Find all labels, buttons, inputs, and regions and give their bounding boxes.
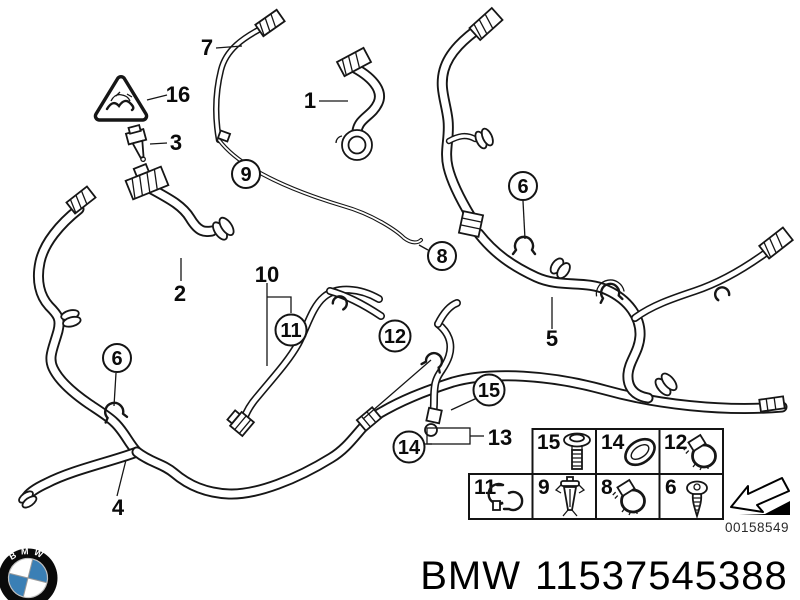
legend-num-6: 6 [665, 476, 677, 499]
clip [511, 235, 537, 256]
circled-callout-14: 14 [392, 430, 426, 464]
hose-1 [351, 66, 379, 131]
legend-num-8: 8 [601, 476, 613, 499]
ring-fitting [474, 127, 494, 150]
clip [104, 401, 129, 424]
hose-clamp-icon [612, 478, 646, 516]
leader-lines [113, 45, 553, 497]
brand-label: BMW [420, 554, 521, 598]
callout-16: 16 [166, 82, 190, 107]
circled-callout-6-upper: 6 [508, 171, 538, 201]
clip [595, 279, 625, 304]
callout-2: 2 [174, 281, 186, 306]
svg-text:15: 15 [478, 380, 500, 402]
ring-fitting [549, 257, 571, 280]
circled-callout-9: 9 [231, 159, 261, 189]
ring-fitting [18, 490, 38, 509]
o-ring-icon [624, 437, 656, 467]
clip [713, 286, 731, 302]
hose-10 [244, 290, 381, 419]
flange-fitting [335, 129, 373, 161]
legend-cell-6 [658, 473, 724, 520]
circled-callout-6-left: 6 [102, 343, 132, 373]
vent-pipe-9 [217, 138, 423, 245]
svg-text:6: 6 [111, 348, 122, 370]
ring-fitting [457, 210, 485, 238]
warning-triangle-icon [93, 75, 149, 122]
callouts: 7 16 3 1 2 10 5 4 13 9 8 6 6 11 12 [102, 35, 558, 520]
legend-num-11: 11 [474, 476, 497, 499]
screw-with-washer-icon [563, 432, 591, 470]
connector-fitting [468, 6, 504, 42]
retaining-clip-icon [487, 482, 524, 512]
svg-text:8: 8 [436, 246, 447, 268]
bmw-roundel-logo: BMW [0, 546, 58, 600]
circled-callout-15: 15 [472, 373, 506, 407]
connector-fitting [124, 162, 170, 201]
callout-5: 5 [546, 326, 558, 351]
clip [331, 295, 348, 311]
expansion-rivet-icon [554, 476, 586, 517]
svg-text:9: 9 [240, 164, 251, 186]
ring-fitting [654, 372, 678, 397]
legend-num-9: 9 [538, 476, 550, 499]
connector-fitting [335, 46, 373, 78]
torx-screw-icon [686, 480, 708, 520]
legend-num-14: 14 [601, 431, 625, 454]
circled-callout-8: 8 [427, 241, 457, 271]
callout-1: 1 [304, 88, 316, 113]
hose-clamp-icon [683, 433, 717, 471]
drawing-number: 00158549 [725, 520, 789, 535]
ring-fitting [60, 309, 82, 328]
clip [420, 351, 444, 374]
hose-artwork [18, 6, 795, 509]
footer: BMW BMW 11537545388 [0, 546, 788, 600]
temperature-sensor-icon [124, 123, 148, 163]
circled-callout-11: 11 [274, 313, 308, 347]
svg-text:14: 14 [398, 437, 421, 459]
hose-5-right-assembly [442, 26, 767, 398]
svg-text:11: 11 [280, 320, 301, 342]
legend-num-15: 15 [537, 431, 561, 454]
connector-fitting [65, 185, 97, 215]
hose-13-connector-hose [433, 303, 457, 414]
clamp-fitting [355, 405, 383, 433]
svg-text:6: 6 [517, 176, 528, 198]
hose-7 [216, 26, 266, 140]
callout-3: 3 [170, 130, 182, 155]
connector-fitting [254, 8, 286, 38]
forward-direction-arrow-icon [730, 477, 790, 515]
fastener-legend-table: 15 14 12 11 9 8 6 [468, 428, 790, 535]
callout-10: 10 [255, 262, 279, 287]
pipe-fitting [216, 129, 232, 143]
circled-callout-12: 12 [378, 319, 412, 353]
connector-fitting [757, 226, 795, 260]
part-number-title: BMW 11537545388 [420, 554, 788, 598]
quick-connector [424, 406, 443, 437]
callout-7: 7 [201, 35, 213, 60]
svg-text:12: 12 [384, 326, 406, 348]
clamp-fitting [758, 395, 786, 413]
quick-connector [226, 409, 256, 438]
callout-13: 13 [488, 425, 512, 450]
callout-4: 4 [112, 495, 125, 520]
ring-fitting [212, 216, 235, 241]
legend-num-12: 12 [664, 431, 687, 454]
group-bracket-13 [426, 427, 471, 445]
part-number: 11537545388 [535, 554, 788, 598]
